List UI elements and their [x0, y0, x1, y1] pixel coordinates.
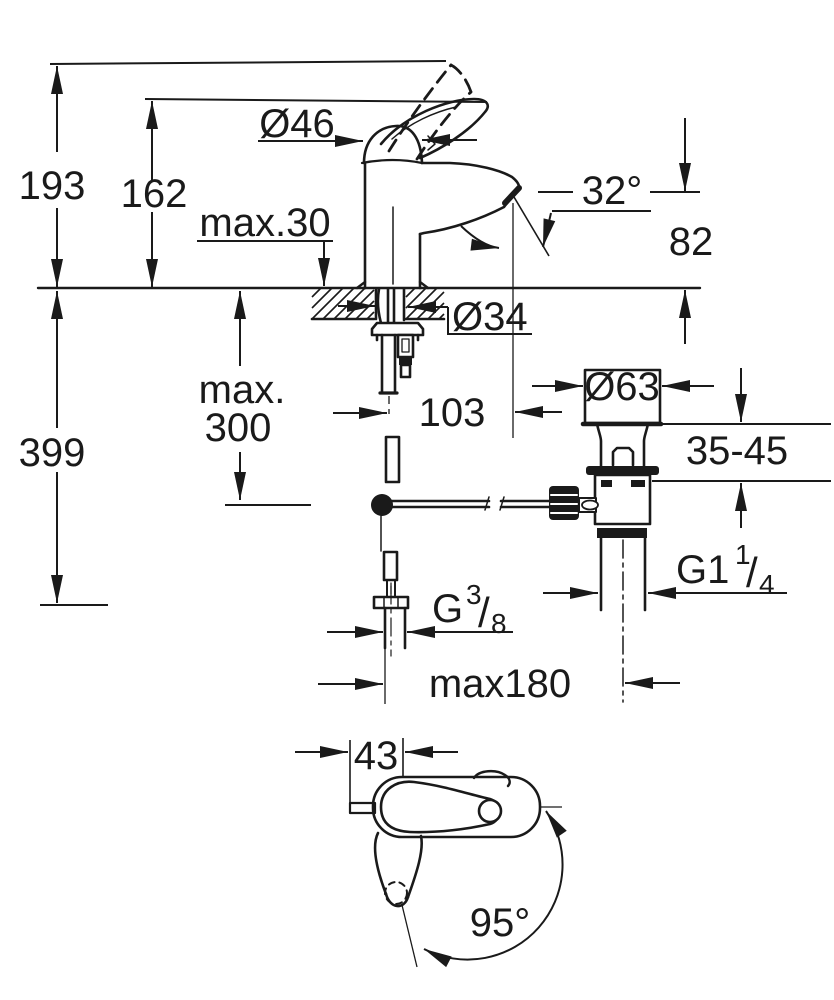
overflow-port	[611, 446, 635, 467]
popup-rod-bracket	[384, 435, 401, 484]
supply-tail-fitting	[382, 550, 399, 582]
waste-flange	[583, 368, 662, 425]
dim-label-flange-diameter: Ø63	[584, 365, 660, 409]
popup-waste-assembly	[549, 368, 664, 703]
waste-seal	[586, 466, 659, 475]
dim-label-waste-thread-denominator: 4	[759, 569, 775, 600]
thin-reference-lines	[384, 196, 562, 968]
ref-line-handle-raised	[49, 60, 447, 65]
dim-label-handle-top-width: 43	[354, 734, 399, 778]
dim-label-max-mounting-thickness: max.30	[199, 201, 330, 245]
dim-label-stream-angle: 32°	[582, 169, 643, 213]
counter-hatching	[311, 287, 445, 320]
dim-label-overall-height: 193	[19, 164, 86, 208]
dim-label-waste-thread-numerator: 1	[735, 539, 751, 570]
dim-label-below-deck-height: 399	[19, 431, 86, 475]
dim-label-waste-thread: G1	[676, 548, 729, 592]
popup-rod-ball-joint	[371, 494, 393, 516]
popup-rod-housing	[396, 333, 415, 359]
dim-label-max-rod-offset: max180	[429, 662, 571, 706]
handle-base-seam	[360, 158, 424, 165]
spout	[418, 161, 521, 236]
swivel-angle-arc	[423, 810, 567, 968]
aerator-icon	[502, 185, 522, 206]
dim-label-spout-projection: 103	[419, 391, 486, 435]
top-view-stub	[348, 801, 377, 815]
handle-grip-line	[391, 106, 457, 140]
front-view-mixer	[36, 63, 702, 290]
lever-axis-line	[401, 904, 418, 968]
dim-label-supply-thread-denominator: 8	[491, 608, 507, 639]
stream-direction-arrow	[460, 225, 500, 251]
ref-line-handle-rest	[144, 98, 488, 103]
top-view-pivot	[477, 798, 503, 824]
dim-label-basin-thickness: 35-45	[686, 429, 788, 473]
dim-label-supply-thread: G	[432, 587, 463, 631]
dim-label-height-162: 162	[121, 172, 188, 216]
top-view-mixer	[348, 770, 542, 908]
dim-label-hose-max: max.	[199, 368, 286, 412]
below-counter-assembly	[310, 287, 551, 657]
top-view-spout-tab	[472, 770, 511, 788]
dim-label-handle-diameter: Ø46	[259, 102, 335, 146]
dim-label-hose-300: 300	[205, 406, 272, 450]
handle-lever	[379, 97, 489, 160]
mounting-washer	[370, 321, 425, 337]
handle-dome	[362, 124, 424, 165]
dim-label-waste-thread-slash: /	[746, 549, 758, 596]
dim-label-supply-thread-slash: /	[478, 589, 490, 636]
dimension-labels: 193 162 Ø46 max.30 32° 82 Ø34 max. 300 1…	[19, 102, 789, 945]
dim-label-supply-thread-numerator: 3	[466, 579, 482, 610]
handle-raised-dashed	[387, 63, 453, 153]
top-view-pivot-dashed	[384, 881, 408, 905]
water-stream-line	[513, 196, 550, 257]
dimension-linework	[40, 60, 831, 968]
dim-label-spout-height: 82	[669, 220, 714, 264]
dim-label-hole-diameter: Ø34	[452, 295, 528, 339]
dim-label-swivel-angle: 95°	[470, 901, 531, 945]
top-view-handle-rotated	[373, 831, 388, 896]
